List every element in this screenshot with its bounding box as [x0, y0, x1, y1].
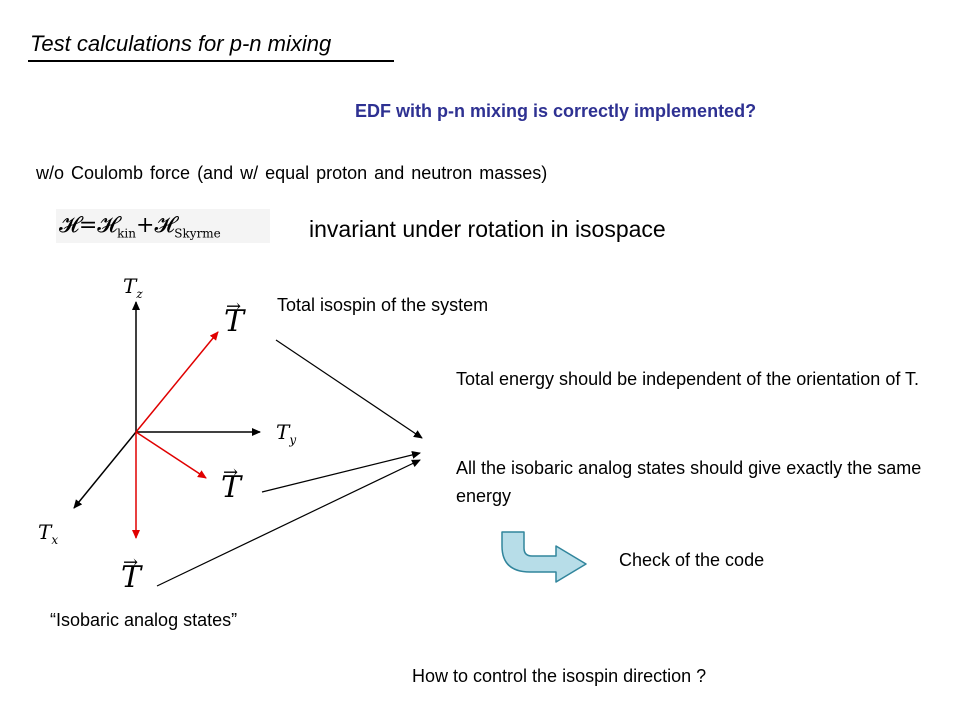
- tz-subscript: z: [136, 287, 143, 301]
- tx-axis: [73, 431, 137, 509]
- converge-arrow-2: [261, 451, 421, 493]
- isobaric-same-energy-text: All the isobaric analog states should gi…: [456, 458, 922, 506]
- converge-arrow-1: [275, 339, 423, 439]
- edf-question: EDF with p-n mixing is correctly impleme…: [355, 101, 757, 121]
- t-vector-label-mid: →T: [221, 462, 242, 505]
- isospin-vector-up: [135, 331, 219, 433]
- t-letter: T: [221, 470, 242, 505]
- vector-arrow-icon: →: [123, 552, 139, 573]
- t-vector-label-bottom: →T: [121, 552, 142, 595]
- tz-axis-label: Tz: [123, 274, 143, 301]
- invariant-text: invariant under rotation in isospace: [309, 216, 666, 242]
- hamiltonian-lhs: 𝓗: [59, 213, 79, 238]
- tx-letter: T: [38, 520, 52, 544]
- title-underline: [28, 60, 394, 62]
- t-letter: T: [224, 304, 245, 339]
- hamiltonian-formula: 𝓗=𝓗kin+𝓗Skyrme: [56, 209, 270, 243]
- tz-letter: T: [123, 274, 137, 298]
- hamiltonian-sub-skyrme: Skyrme: [174, 226, 221, 241]
- energy-independent-text: Total energy should be independent of th…: [456, 369, 920, 389]
- how-control-text: How to control the isospin direction ?: [412, 666, 707, 686]
- converge-arrow-3: [156, 459, 421, 587]
- vector-arrow-icon: →: [226, 296, 242, 317]
- tx-subscript: x: [51, 533, 59, 547]
- vector-arrow-icon: →: [223, 462, 239, 483]
- hamiltonian-term-skyrme: 𝓗: [154, 213, 175, 238]
- hamiltonian-sub-kin: kin: [117, 226, 136, 241]
- ty-subscript: y: [289, 433, 297, 447]
- t-vector-label-top: →T: [224, 296, 245, 339]
- condition-text: w/o Coulomb force (and w/ equal proton a…: [36, 163, 548, 183]
- isobaric-states-text: “Isobaric analog states”: [50, 610, 238, 630]
- curved-arrow-icon: [501, 531, 587, 583]
- ty-axis-label: Ty: [276, 420, 296, 447]
- total-isospin-text: Total isospin of the system: [277, 295, 489, 315]
- hamiltonian-plus: +: [136, 213, 155, 238]
- isospin-vector-mid: [135, 431, 207, 479]
- tx-axis-label: Tx: [38, 520, 58, 547]
- slide-title: Test calculations for p-n mixing: [30, 31, 332, 56]
- ty-letter: T: [276, 420, 290, 444]
- hamiltonian-eq: =: [78, 213, 98, 238]
- check-code-text: Check of the code: [619, 550, 765, 570]
- t-letter: T: [121, 560, 142, 595]
- hamiltonian-term-kin: 𝓗: [97, 213, 118, 238]
